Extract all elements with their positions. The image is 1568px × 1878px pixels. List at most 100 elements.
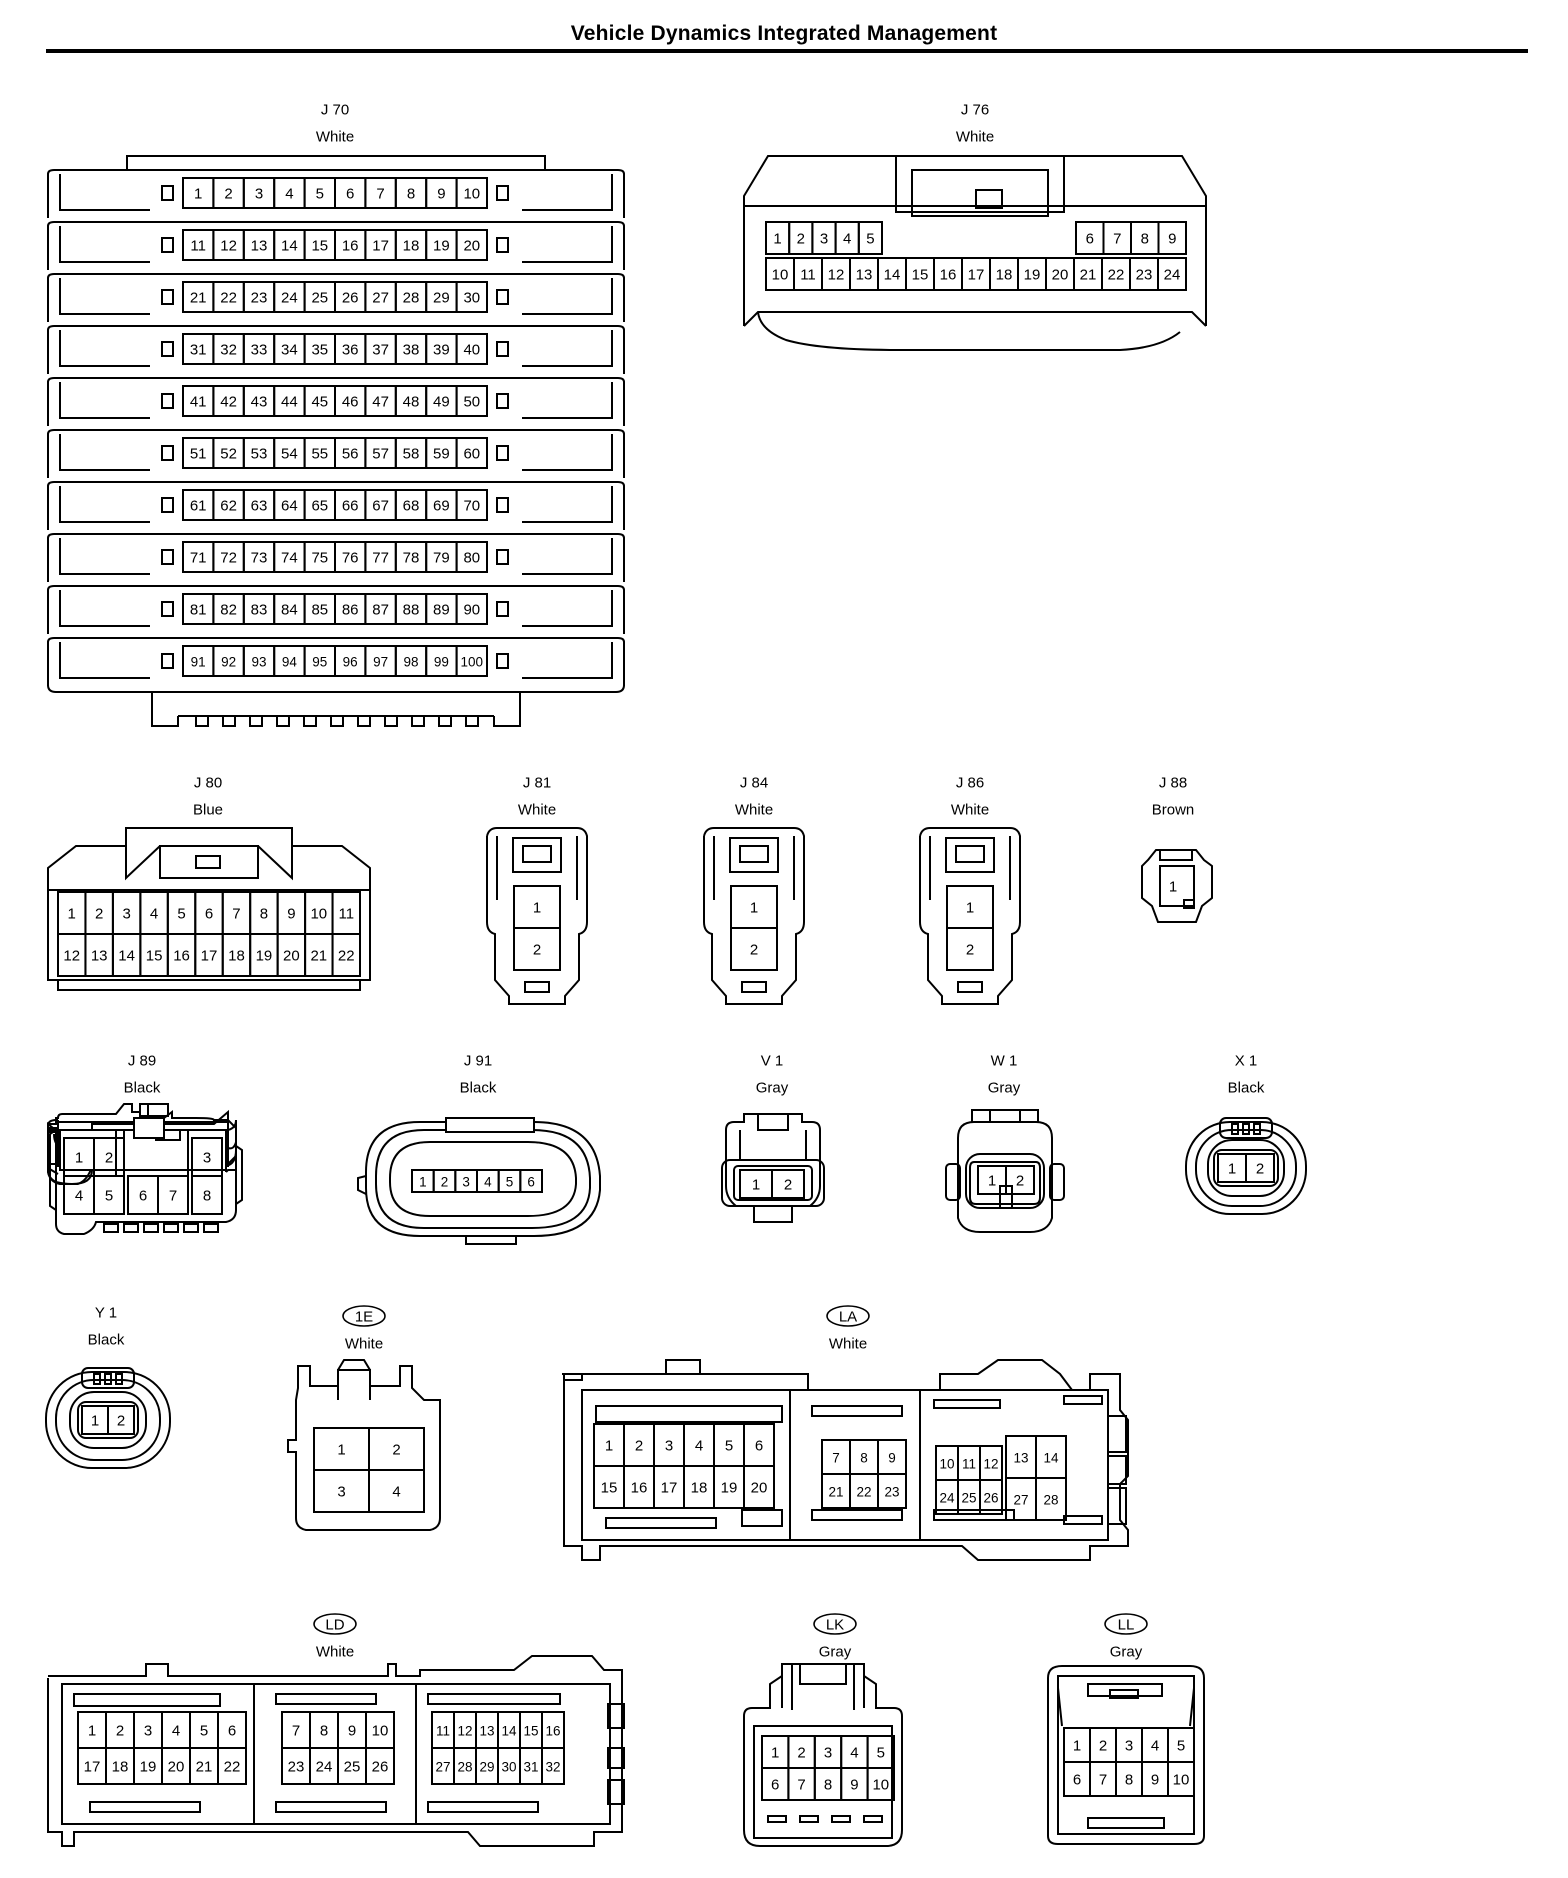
pin-number: 34: [281, 342, 298, 359]
housing-part: [61, 1683, 611, 1825]
pin-number: 11: [800, 267, 816, 284]
pin-number: 15: [912, 267, 929, 284]
housing-outline: [919, 827, 1021, 1005]
housing-part: [799, 1663, 847, 1685]
housing-part: [496, 393, 509, 409]
housing-outline: [522, 590, 613, 627]
pin-number: 19: [433, 238, 450, 255]
housing-part: [933, 1509, 1015, 1521]
housing-outline: [59, 486, 150, 523]
pin-number: 21: [310, 948, 327, 965]
pin-number: 31: [523, 1760, 538, 1775]
connector-color: White: [956, 129, 994, 146]
connector-id: J 81: [523, 775, 551, 792]
pin-number: 11: [338, 906, 354, 923]
housing-outline: [522, 382, 613, 419]
connector-id-badge: [342, 1305, 386, 1327]
housing-part: [143, 1223, 159, 1233]
pin-number: 2: [1256, 1161, 1264, 1178]
pin-number: 3: [203, 1150, 211, 1167]
pin-number: 2: [116, 1723, 124, 1740]
pin-number: 18: [228, 948, 245, 965]
pin-number: 91: [191, 655, 206, 670]
housing-part: [729, 837, 779, 873]
housing-part: [857, 221, 883, 255]
housing-part: [1063, 1395, 1103, 1405]
pin-number: 94: [282, 655, 298, 670]
pin-number: 3: [820, 231, 828, 248]
housing-part: [455, 593, 489, 625]
housing-part: [741, 981, 767, 993]
connector-color: Black: [88, 1332, 125, 1349]
connector-color: White: [829, 1336, 867, 1353]
housing-part: [1219, 1117, 1273, 1139]
pin-number: 10: [1173, 1772, 1190, 1789]
housing-part: [496, 185, 509, 201]
pin-number: 84: [281, 602, 298, 619]
housing-part: [1245, 1153, 1275, 1183]
pin-number: 85: [311, 602, 328, 619]
pin-number: 37: [372, 342, 389, 359]
connector-color: White: [316, 1644, 354, 1661]
housing-outline: [59, 642, 150, 679]
pin-number: 11: [190, 238, 206, 255]
housing-part: [161, 497, 174, 513]
housing-outline: [55, 1103, 237, 1173]
housing-part: [945, 1163, 961, 1201]
pin-number: 9: [1168, 231, 1176, 248]
housing-part: [159, 845, 259, 879]
pin-number: 4: [695, 1438, 703, 1455]
pin-number: 81: [190, 602, 207, 619]
connector-id: J 80: [194, 775, 222, 792]
pin-number: 2: [797, 231, 805, 248]
pin-number: 32: [545, 1760, 560, 1775]
housing-part: [1157, 257, 1187, 291]
pin-number: 19: [256, 948, 273, 965]
pin-number: 8: [203, 1188, 211, 1205]
pin-number: 7: [797, 1777, 805, 1794]
housing-part: [1213, 1149, 1279, 1187]
pin-number: 65: [311, 498, 328, 515]
housing-part: [368, 1469, 425, 1513]
pin-number: 29: [479, 1760, 494, 1775]
housing-part: [595, 1405, 783, 1423]
housing-outline: [337, 1359, 371, 1371]
pin-number: 24: [1164, 267, 1181, 284]
housing-outline: [55, 1130, 237, 1235]
pin-number: 96: [343, 655, 358, 670]
housing-part: [93, 1175, 125, 1215]
connector-id: X 1: [1235, 1053, 1258, 1070]
pin-number: 33: [251, 342, 268, 359]
pin-number: 14: [118, 948, 135, 965]
pin-number: 6: [771, 1777, 779, 1794]
pin-number: 3: [144, 1723, 152, 1740]
pin-number: 1: [988, 1173, 996, 1190]
pin-number: 3: [824, 1745, 832, 1762]
housing-part: [877, 1473, 907, 1509]
connector-id: J 76: [961, 102, 989, 119]
pin-number: 4: [75, 1188, 83, 1205]
pin-number: 98: [403, 655, 418, 670]
housing-part: [989, 1109, 1021, 1123]
pin-number: 57: [372, 446, 389, 463]
pin-number: 30: [501, 1760, 516, 1775]
housing-part: [455, 177, 489, 209]
pin-number: 39: [433, 342, 450, 359]
connector-color: White: [345, 1336, 383, 1353]
housing-part: [496, 549, 509, 565]
housing-outline: [47, 481, 625, 530]
housing-part: [161, 445, 174, 461]
housing-part: [799, 1815, 819, 1823]
pin-number: 21: [1080, 267, 1097, 284]
housing-part: [115, 1373, 123, 1385]
housing-outline: [59, 434, 150, 471]
housing-outline: [757, 311, 1181, 351]
housing-part: [730, 927, 778, 971]
pin-number: 25: [311, 290, 328, 307]
housing-outline: [47, 273, 625, 322]
